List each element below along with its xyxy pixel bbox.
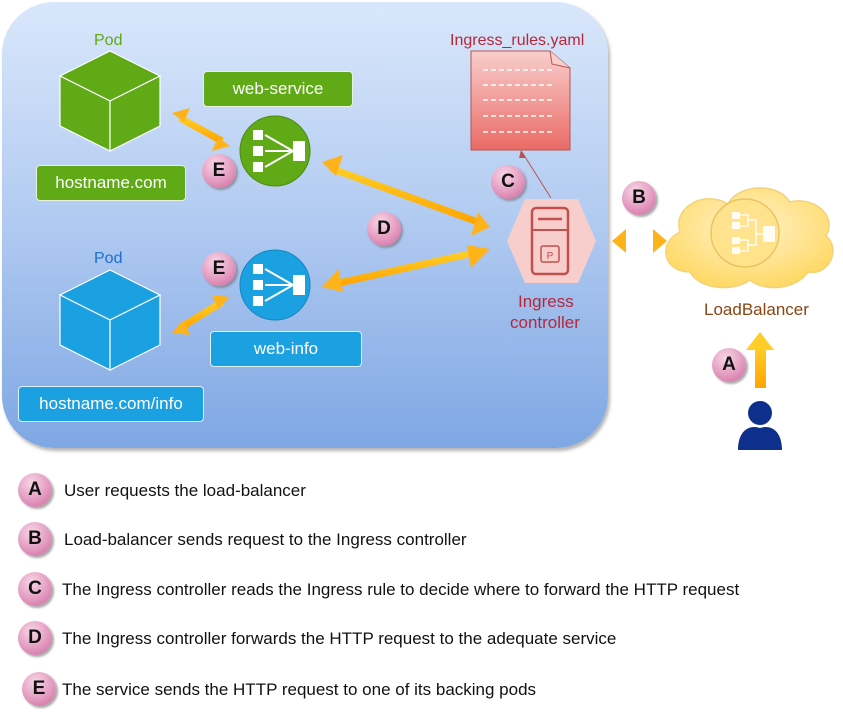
legend-text: The Ingress controller forwards the HTTP… [62, 629, 617, 648]
svg-text:P: P [547, 251, 554, 262]
badge-c: C [491, 165, 525, 199]
arrow-ingress-to-web-info [322, 245, 490, 292]
service-icon-web-service [239, 115, 311, 187]
pod-label-blue: Pod [94, 250, 123, 267]
badge-d: D [367, 212, 401, 246]
ingress-controller-icon: P [507, 199, 596, 283]
pod-cube-blue-icon [58, 269, 162, 371]
legend-text: User requests the load-balancer [64, 481, 306, 500]
legend-text: The service sends the HTTP request to on… [62, 680, 537, 699]
legend-badge: D [18, 621, 52, 655]
arrow-pod-to-web-info [172, 295, 230, 335]
pod-label-green: Pod [94, 32, 123, 49]
badge-a: A [712, 348, 746, 382]
ingress-controller-label-line1: Ingress [518, 292, 574, 311]
legend-badge: B [18, 522, 52, 556]
arrow-ingress-to-web-service [322, 155, 490, 236]
service-icon-web-info [239, 249, 311, 321]
legend-badge: C [18, 572, 52, 606]
badge-e-green: E [202, 154, 236, 188]
user-icon [738, 401, 782, 450]
load-balancer-label: LoadBalancer [704, 300, 809, 319]
host-tag-hostname-info: hostname.com/info [18, 386, 204, 422]
host-tag-hostname: hostname.com [36, 165, 186, 201]
load-balancer-cloud-icon [665, 187, 834, 289]
ingress-rules-document-icon [470, 50, 571, 199]
legend-text: The Ingress controller reads the Ingress… [62, 580, 740, 599]
arrow-pod-to-web-service [172, 108, 230, 151]
badge-e-blue: E [202, 252, 236, 286]
ingress-controller-label-line2: controller [510, 313, 580, 332]
legend-text: Load-balancer sends request to the Ingre… [64, 530, 467, 549]
legend-badge: E [22, 672, 56, 706]
service-tag-web-service: web-service [203, 71, 353, 107]
pod-cube-green-icon [58, 50, 162, 152]
legend-badge: A [18, 473, 52, 507]
arrow-ingress-to-loadbalancer [612, 229, 667, 253]
arrow-user-to-loadbalancer [746, 332, 774, 388]
service-tag-web-info: web-info [210, 331, 362, 367]
badge-b: B [622, 181, 656, 215]
ingress-rules-filename: Ingress_rules.yaml [450, 32, 585, 49]
